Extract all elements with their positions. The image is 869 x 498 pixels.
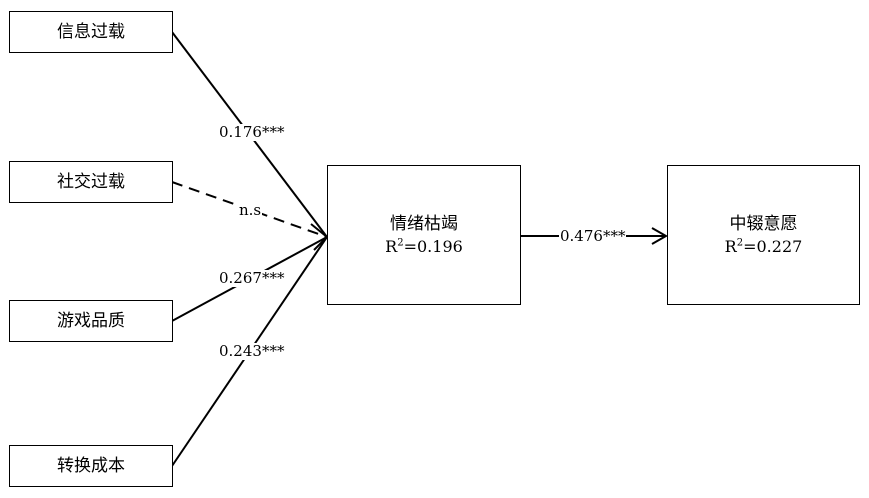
edge-label-switching-cost: 0.243***	[218, 342, 286, 360]
node-discontinuance-label: 中辍意愿	[729, 214, 798, 235]
node-switching-cost-label: 转换成本	[57, 455, 125, 476]
node-emotional-exhaustion-label: 情绪枯竭	[390, 214, 458, 235]
node-game-quality-label: 游戏品质	[57, 310, 125, 331]
node-social-overload-label: 社交过载	[57, 171, 125, 192]
node-game-quality: 游戏品质	[9, 300, 173, 342]
node-social-overload: 社交过载	[9, 161, 173, 203]
edge-label-game-quality: 0.267***	[218, 269, 286, 287]
node-switching-cost: 转换成本	[9, 445, 173, 487]
arrowhead-discontinuance	[651, 227, 669, 245]
edge-label-social-overload: n.s	[238, 201, 263, 219]
node-emotional-exhaustion: 情绪枯竭 R2=0.196	[327, 165, 521, 305]
node-info-overload-label: 信息过载	[57, 21, 125, 42]
node-info-overload: 信息过载	[9, 11, 173, 53]
edge-label-emotional-exhaustion-to-discontinuance: 0.476***	[559, 227, 627, 245]
node-discontinuance: 中辍意愿 R2=0.227	[667, 165, 860, 305]
r-squared-emotional-exhaustion: R2=0.196	[385, 236, 463, 256]
edge-label-info-overload: 0.176***	[218, 123, 286, 141]
r-squared-discontinuance: R2=0.227	[724, 236, 803, 256]
